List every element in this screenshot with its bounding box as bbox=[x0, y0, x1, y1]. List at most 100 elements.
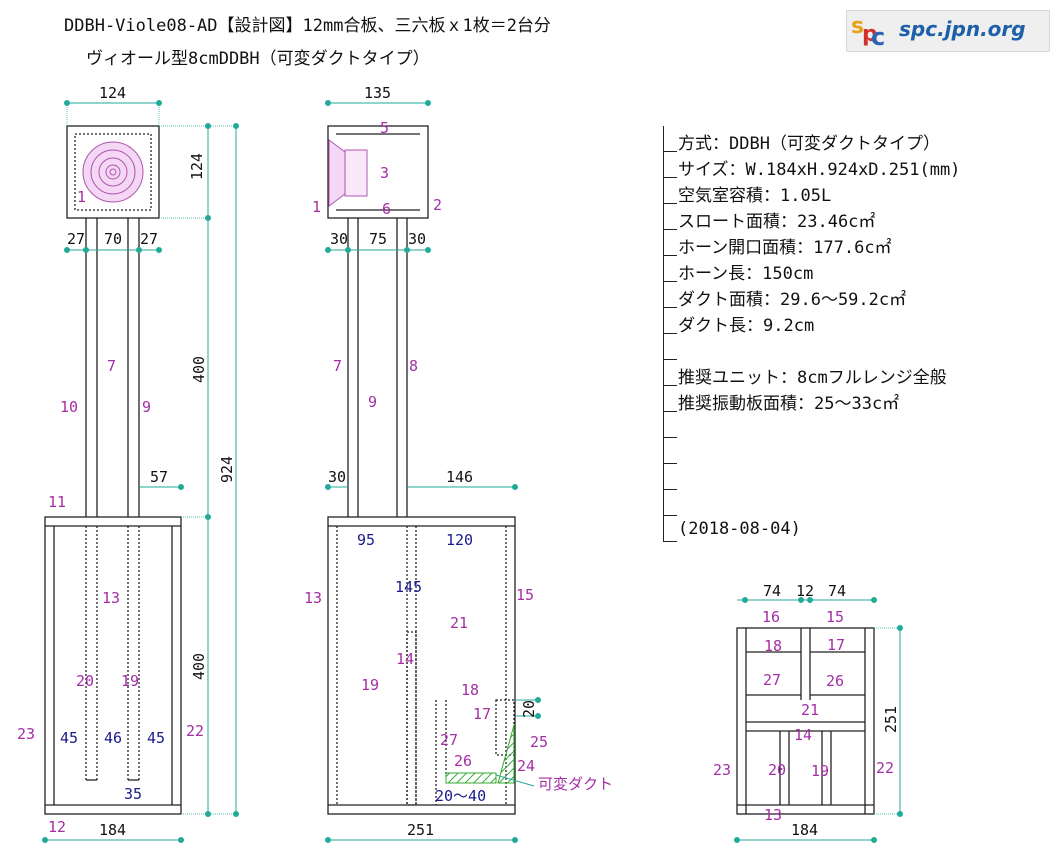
top-part-21: 21 bbox=[801, 701, 819, 719]
spec-duct-length: ダクト長：9.2cm bbox=[678, 316, 815, 336]
spc-logo-icon: s p c bbox=[851, 14, 885, 51]
side-part-3: 3 bbox=[380, 164, 389, 182]
variable-duct-hatch-2 bbox=[497, 724, 515, 784]
side-part-26: 26 bbox=[454, 752, 472, 770]
front-dim-total-height: 924 bbox=[218, 456, 236, 483]
side-part-7: 7 bbox=[333, 357, 342, 375]
top-part-15: 15 bbox=[826, 608, 844, 626]
top-part-22: 22 bbox=[876, 759, 894, 777]
side-part-6: 6 bbox=[382, 200, 391, 218]
dimension-lines bbox=[42, 100, 903, 843]
top-dim-w-right: 74 bbox=[828, 582, 846, 600]
logo-text: spc.jpn.org bbox=[899, 17, 1026, 41]
side-part-19: 19 bbox=[361, 676, 379, 694]
top-part-19: 19 bbox=[811, 762, 829, 780]
front-dim-lower-height: 400 bbox=[190, 653, 208, 680]
spec-horn-mouth-area: ホーン開口面積：177.6c㎡ bbox=[678, 238, 892, 258]
side-part-25: 25 bbox=[530, 733, 548, 751]
spec-date: (2018-08-04) bbox=[678, 519, 801, 539]
side-dim-inner-a: 145 bbox=[395, 578, 422, 596]
side-part-27: 27 bbox=[440, 731, 458, 749]
front-dim-stem-mid: 70 bbox=[104, 230, 122, 248]
top-part-14: 14 bbox=[794, 726, 812, 744]
front-dim-ledge: 57 bbox=[150, 468, 168, 486]
front-part-13: 13 bbox=[102, 589, 120, 607]
side-dim-top-width: 135 bbox=[364, 84, 391, 102]
svg-text:c: c bbox=[871, 23, 885, 51]
side-part-8: 8 bbox=[409, 357, 418, 375]
front-part-1: 1 bbox=[77, 188, 86, 206]
svg-text:p: p bbox=[862, 22, 878, 47]
top-part-17: 17 bbox=[827, 636, 845, 654]
side-dim-ledge-left: 30 bbox=[328, 468, 346, 486]
front-dim-stem-right: 27 bbox=[140, 230, 158, 248]
side-part-2: 2 bbox=[433, 196, 442, 214]
top-dim-width: 184 bbox=[791, 821, 818, 839]
dimension-ext-lines bbox=[66, 103, 900, 815]
side-dim-ledge-right: 146 bbox=[446, 468, 473, 486]
front-dim-head-height: 124 bbox=[188, 153, 206, 180]
side-dim-duct-range: 20～40 bbox=[435, 787, 486, 805]
spec-method: 方式：DDBH（可変ダクトタイプ） bbox=[678, 134, 940, 154]
side-part-17: 17 bbox=[473, 705, 491, 723]
front-dim-bottom-width: 184 bbox=[99, 821, 126, 839]
side-dim-stem-left: 30 bbox=[330, 230, 348, 248]
front-part-11: 11 bbox=[48, 493, 66, 511]
side-part-21: 21 bbox=[450, 614, 468, 632]
top-dim-w-mid: 12 bbox=[796, 582, 814, 600]
top-part-18: 18 bbox=[764, 637, 782, 655]
front-dim-top-width: 124 bbox=[99, 84, 126, 102]
front-part-45-right: 45 bbox=[147, 729, 165, 747]
spec-recommended-cone-area: 推奨振動板面積：25～33c㎡ bbox=[678, 394, 900, 414]
spec-size: サイズ：W.184xH.924xD.251(mm) bbox=[678, 160, 961, 180]
top-part-27: 27 bbox=[763, 671, 781, 689]
side-part-18: 18 bbox=[461, 681, 479, 699]
spec-air-volume: 空気室容積：1.05L bbox=[678, 186, 832, 206]
top-part-16: 16 bbox=[762, 608, 780, 626]
top-view-outline bbox=[736, 627, 875, 815]
speaker-driver-icon bbox=[82, 141, 144, 203]
side-part-1: 1 bbox=[312, 198, 321, 216]
front-dim-stem-left: 27 bbox=[67, 230, 85, 248]
front-part-10: 10 bbox=[60, 398, 78, 416]
side-dim-duct-gap: 20 bbox=[520, 700, 538, 718]
side-part-5: 5 bbox=[380, 119, 389, 137]
title-line-1: DDBH-Viole08-AD【設計図】12mm合板、三六板ｘ1枚＝2台分 bbox=[64, 16, 551, 36]
top-dim-depth: 251 bbox=[882, 706, 900, 733]
variable-duct-hatch bbox=[445, 772, 497, 784]
svg-text:s: s bbox=[851, 14, 864, 39]
top-dim-w-left: 74 bbox=[763, 582, 781, 600]
front-part-23: 23 bbox=[17, 725, 35, 743]
top-part-26: 26 bbox=[826, 672, 844, 690]
front-part-19: 19 bbox=[121, 672, 139, 690]
side-dim-stem-right: 30 bbox=[408, 230, 426, 248]
side-driver-icon bbox=[328, 139, 368, 207]
top-part-13: 13 bbox=[764, 806, 782, 824]
front-part-7: 7 bbox=[107, 357, 116, 375]
title-line-2: ヴィオール型8cmDDBH（可変ダクトタイプ） bbox=[86, 49, 430, 69]
front-dim-upper-height: 400 bbox=[190, 356, 208, 383]
front-part-20: 20 bbox=[76, 672, 94, 690]
spec-duct-area: ダクト面積：29.6～59.2c㎡ bbox=[678, 290, 907, 310]
front-view-outline bbox=[44, 125, 182, 815]
front-part-9: 9 bbox=[142, 398, 151, 416]
side-dim-inner-right: 120 bbox=[446, 531, 473, 549]
top-part-23: 23 bbox=[713, 761, 731, 779]
spec-horn-length: ホーン長：150cm bbox=[678, 264, 814, 284]
front-part-45-left: 45 bbox=[60, 729, 78, 747]
spec-throat-area: スロート面積：23.46c㎡ bbox=[678, 212, 876, 232]
side-part-24: 24 bbox=[517, 757, 535, 775]
front-part-22: 22 bbox=[186, 722, 204, 740]
side-part-15: 15 bbox=[516, 586, 534, 604]
front-part-35: 35 bbox=[124, 785, 142, 803]
side-part-9: 9 bbox=[368, 393, 377, 411]
front-part-46: 46 bbox=[104, 729, 122, 747]
side-dim-stem-mid: 75 bbox=[369, 230, 387, 248]
front-dim-bottom-thickness: 12 bbox=[48, 818, 66, 836]
side-dim-bottom-width: 251 bbox=[407, 821, 434, 839]
side-dim-inner-left: 95 bbox=[357, 531, 375, 549]
logo[interactable]: s p c spc.jpn.org bbox=[846, 10, 1050, 52]
variable-duct-label: 可変ダクト bbox=[538, 775, 613, 793]
side-part-13: 13 bbox=[304, 589, 322, 607]
